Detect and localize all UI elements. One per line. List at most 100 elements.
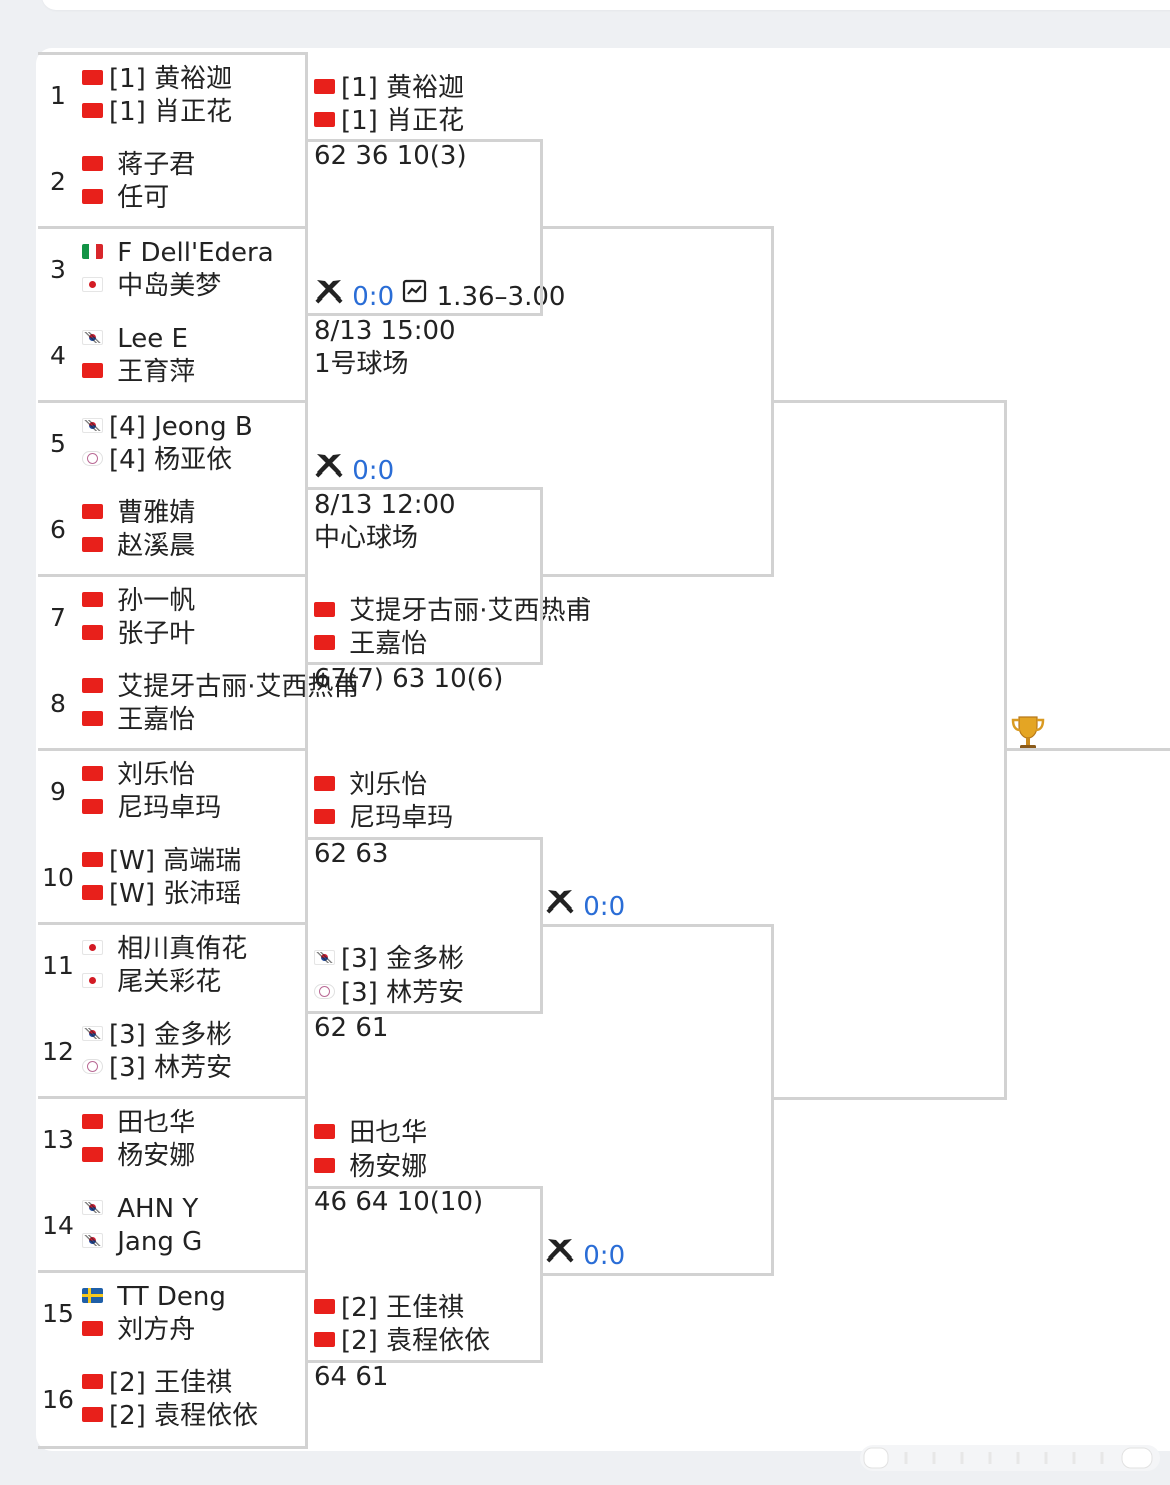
flag-icon — [314, 79, 335, 94]
flag-icon — [314, 1299, 335, 1314]
r1-entry-15[interactable]: 15 TT Deng 刘方舟 — [38, 1272, 306, 1356]
r2-match-8-player-1: [2] 王佳祺 — [314, 1292, 464, 1325]
seed-number: 3 — [50, 255, 66, 284]
r2-match-4-player-2: 王嘉怡 — [314, 628, 427, 661]
player-2: [3] 林芳安 — [82, 1052, 232, 1085]
flag-icon — [314, 602, 335, 617]
seed-number: 15 — [42, 1299, 74, 1328]
r1-entry-2[interactable]: 2 蒋子君 任可 — [38, 140, 306, 224]
r2-match-6-player-2: [3] 林芳安 — [314, 977, 464, 1010]
round2-connector — [308, 1186, 542, 1189]
player-2: 刘方舟 — [82, 1314, 195, 1347]
round1-column-edge — [305, 52, 308, 1449]
r1-entry-8[interactable]: 8 艾提牙古丽·艾西热甫 王嘉怡 — [38, 662, 359, 746]
qf-connector — [541, 924, 774, 927]
r2-match-7-score: 46 64 10(10) — [314, 1187, 484, 1217]
flag-icon — [82, 678, 103, 693]
r1-entry-13[interactable]: 13 田乜华 杨安娜 — [38, 1098, 306, 1182]
player-2: 赵溪晨 — [82, 530, 195, 563]
crossed-rackets-icon — [545, 888, 575, 923]
r1-entry-6[interactable]: 6 曹雅婧 赵溪晨 — [38, 488, 306, 572]
flag-icon — [82, 156, 103, 171]
flag-icon — [82, 973, 103, 988]
flag-icon — [82, 1233, 103, 1248]
flag-icon — [314, 1158, 335, 1173]
flag-icon — [82, 1200, 103, 1215]
round1-divider — [38, 52, 308, 55]
flag-icon — [82, 592, 103, 607]
player-1: [1] 黄裕迦 — [82, 63, 232, 96]
r2-match-6-player-1: [3] 金多彬 — [314, 943, 464, 976]
crossed-rackets-icon — [314, 278, 344, 313]
flag-icon — [82, 418, 103, 433]
r2-match-1-player-1: [1] 黄裕迦 — [314, 72, 464, 105]
sf-connector — [772, 1097, 1007, 1100]
flag-icon — [314, 1332, 335, 1347]
round1-divider — [38, 574, 308, 577]
player-1: 曹雅婧 — [82, 497, 195, 530]
round2-connector — [308, 1011, 542, 1014]
r1-entry-7[interactable]: 7 孙一帆 张子叶 — [38, 576, 306, 660]
seed-number: 8 — [50, 689, 66, 718]
flag-icon — [82, 1114, 103, 1129]
r1-entry-11[interactable]: 11 相川真侑花 尾关彩花 — [38, 924, 306, 1008]
r2-match-4-score: 67(7) 63 10(6) — [314, 664, 504, 694]
seed-number: 11 — [42, 951, 74, 980]
round2-connector — [308, 139, 542, 142]
player-1: [4] Jeong B — [82, 411, 253, 444]
player-1: 刘乐怡 — [82, 759, 195, 792]
trophy-icon — [1011, 716, 1045, 751]
r1-entry-12[interactable]: 12 [3] 金多彬 [3] 林芳安 — [38, 1010, 306, 1094]
flag-icon — [314, 984, 335, 999]
qf-connector — [541, 1273, 774, 1276]
seed-number: 1 — [50, 81, 66, 110]
r2-match-8-player-2: [2] 袁程依依 — [314, 1325, 490, 1358]
player-1: 孙一帆 — [82, 585, 195, 618]
r2-match-2-vote[interactable]: 0:0 1.36–3.00 — [314, 278, 565, 314]
qf-vote-1[interactable]: 0:0 — [545, 888, 625, 924]
flag-icon — [82, 1407, 103, 1422]
r1-entry-14[interactable]: 14 AHN Y Jang G — [38, 1184, 306, 1268]
seed-number: 10 — [42, 863, 74, 892]
horizontal-scrollbar[interactable] — [860, 1440, 1160, 1476]
flag-icon — [82, 537, 103, 552]
flag-icon — [82, 852, 103, 867]
r2-match-1-score: 62 36 10(3) — [314, 141, 467, 171]
qf-vote-2[interactable]: 0:0 — [545, 1239, 625, 1273]
round1-divider — [38, 226, 308, 229]
round1-divider — [38, 1270, 308, 1273]
r1-entry-4[interactable]: 4 Lee E 王育萍 — [38, 314, 306, 398]
r1-entry-9[interactable]: 9 刘乐怡 尼玛卓玛 — [38, 750, 306, 834]
flag-icon — [314, 1124, 335, 1139]
player-2: [W] 张沛瑶 — [82, 878, 241, 911]
flag-icon — [82, 625, 103, 640]
round2-connector — [308, 837, 542, 840]
flag-icon — [82, 766, 103, 781]
flag-icon — [314, 776, 335, 791]
r2-match-7-player-2: 杨安娜 — [314, 1151, 427, 1184]
seed-number: 16 — [42, 1385, 74, 1414]
player-1: Lee E — [82, 323, 188, 356]
seed-number: 9 — [50, 777, 66, 806]
player-2: [1] 肖正花 — [82, 96, 232, 129]
seed-number: 2 — [50, 167, 66, 196]
r2-match-2-time: 8/13 15:00 — [314, 316, 456, 346]
r1-entry-3[interactable]: 3 F Dell'Edera 中岛美梦 — [38, 228, 306, 312]
r1-entry-5[interactable]: 5 [4] Jeong B [4] 杨亚依 — [38, 402, 306, 486]
r1-entry-1[interactable]: 1 [1] 黄裕迦 [1] 肖正花 — [38, 54, 306, 138]
seed-number: 7 — [50, 603, 66, 632]
r1-entry-10[interactable]: 10 [W] 高端瑞 [W] 张沛瑶 — [38, 836, 306, 920]
player-2: 王育萍 — [82, 356, 195, 389]
player-2: 杨安娜 — [82, 1140, 195, 1173]
round2-connector — [308, 1360, 542, 1363]
r1-entry-16[interactable]: 16 [2] 王佳祺 [2] 袁程依依 — [38, 1358, 306, 1442]
round1-divider — [38, 1446, 308, 1449]
player-1: 田乜华 — [82, 1107, 195, 1140]
flag-icon — [82, 1374, 103, 1389]
flag-icon — [82, 885, 103, 900]
seed-number: 4 — [50, 341, 66, 370]
player-1: AHN Y — [82, 1193, 198, 1226]
flag-icon — [82, 330, 103, 345]
r2-match-3-vote[interactable]: 0:0 — [314, 454, 394, 488]
